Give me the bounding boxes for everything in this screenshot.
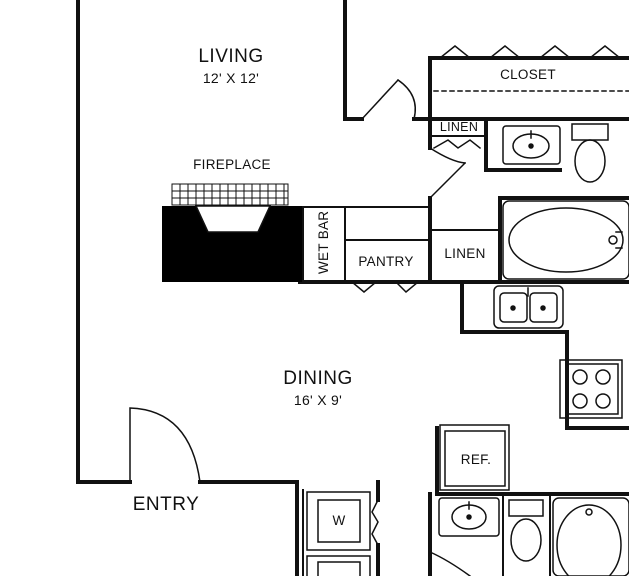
fireplace	[162, 183, 303, 282]
dining-room-dimensions: 16' X 9'	[293, 392, 343, 408]
bath2-toilet	[508, 499, 544, 562]
bath-door	[428, 161, 467, 200]
refrigerator-label: REF.	[460, 452, 492, 467]
living-room-label: LIVING	[198, 46, 264, 67]
linen-lower-label: LINEN	[444, 246, 486, 261]
laundry-bifold-door	[371, 498, 380, 547]
bath-toilet	[571, 123, 609, 183]
bath2-door-swing	[429, 551, 472, 576]
washer	[306, 491, 371, 551]
bath2-sink	[438, 497, 500, 537]
entry-label: ENTRY	[132, 494, 200, 515]
bath2-tub	[552, 497, 629, 576]
kitchen-sink	[493, 285, 564, 329]
living-room-dimensions: 12' X 12'	[202, 70, 260, 86]
dryer	[306, 555, 371, 576]
linen-bifold-door	[432, 139, 482, 150]
wet-bar	[302, 206, 346, 283]
walls	[76, 0, 629, 576]
closet	[433, 45, 629, 92]
refrigerator	[439, 424, 510, 491]
bath-sink	[502, 125, 561, 165]
bathtub	[502, 200, 629, 280]
living-door	[360, 78, 400, 121]
wet-bar-label: WET BAR	[316, 210, 331, 274]
fireplace-label: FIREPLACE	[193, 157, 271, 172]
dining-room-label: DINING	[283, 368, 353, 389]
linen-upper-label: LINEN	[439, 120, 479, 134]
partitions	[302, 135, 551, 576]
fireplace-hearth-grate	[171, 183, 289, 206]
pantry-label: PANTRY	[358, 254, 414, 269]
entry-door-swing	[129, 407, 201, 483]
stove	[559, 359, 623, 419]
washer-label: W	[332, 513, 346, 528]
pantry-bifold-door	[350, 280, 378, 293]
doors	[129, 78, 482, 576]
closet-label: CLOSET	[500, 67, 556, 82]
